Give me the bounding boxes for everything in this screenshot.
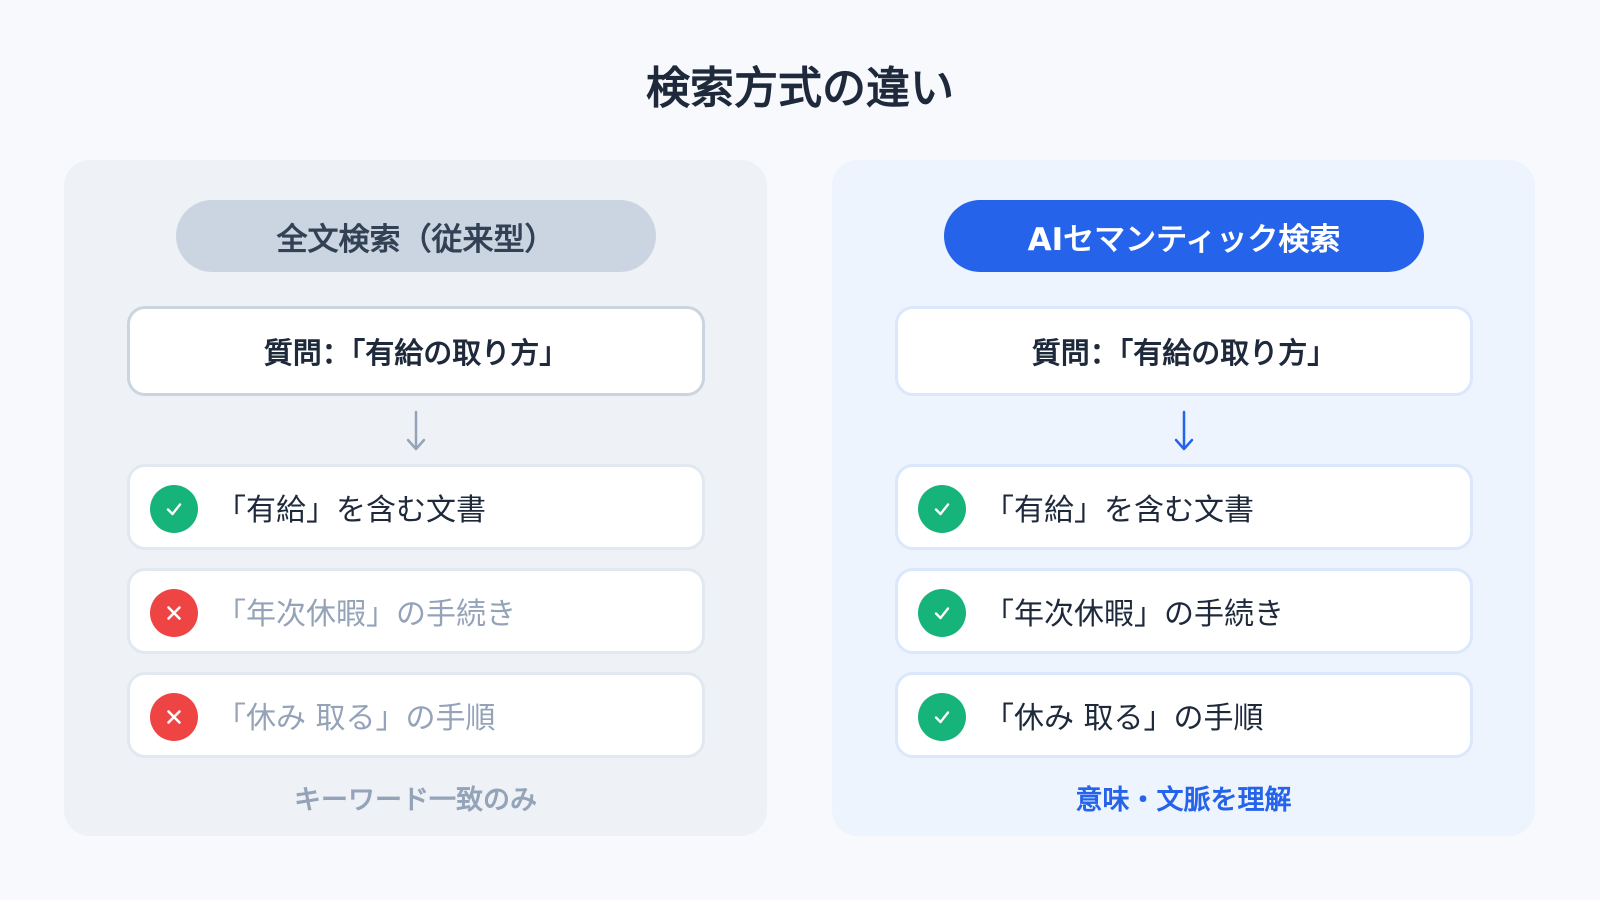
fulltext-search-header: 全文検索（従来型） bbox=[176, 200, 656, 272]
result-text: 「休み 取る」の手順 bbox=[984, 701, 1264, 736]
fulltext-question-box: 質問：「有給の取り方」 bbox=[127, 306, 705, 396]
check-icon bbox=[918, 589, 966, 637]
check-icon bbox=[918, 485, 966, 533]
check-icon bbox=[150, 485, 198, 533]
result-text: 「有給」を含む文書 bbox=[984, 493, 1254, 528]
page-title: 検索方式の違い bbox=[646, 63, 954, 114]
fulltext-footer-note: キーワード一致のみ bbox=[294, 785, 537, 816]
result-text: 「年次休暇」の手続き bbox=[984, 597, 1284, 632]
cross-icon bbox=[150, 589, 198, 637]
semantic-search-header: AIセマンティック検索 bbox=[944, 200, 1424, 272]
result-row: 「年次休暇」の手続き bbox=[895, 568, 1473, 654]
fulltext-search-panel: 全文検索（従来型） 質問：「有給の取り方」 「有給」を含む文書 「年次休暇」の手… bbox=[64, 160, 767, 836]
check-icon bbox=[918, 693, 966, 741]
semantic-question-box: 質問：「有給の取り方」 bbox=[895, 306, 1473, 396]
result-text: 「有給」を含む文書 bbox=[216, 493, 486, 528]
result-text: 「休み 取る」の手順 bbox=[216, 701, 496, 736]
cross-icon bbox=[150, 693, 198, 741]
result-text: 「年次休暇」の手続き bbox=[216, 597, 516, 632]
result-row: 「有給」を含む文書 bbox=[127, 464, 705, 550]
down-arrow-icon bbox=[1174, 410, 1194, 451]
result-row: 「有給」を含む文書 bbox=[895, 464, 1473, 550]
down-arrow-icon bbox=[406, 410, 426, 451]
result-row: 「休み 取る」の手順 bbox=[127, 672, 705, 758]
semantic-search-panel: AIセマンティック検索 質問：「有給の取り方」 「有給」を含む文書 「年次休暇」… bbox=[832, 160, 1535, 836]
result-row: 「休み 取る」の手順 bbox=[895, 672, 1473, 758]
semantic-footer-note: 意味・文脈を理解 bbox=[1075, 785, 1292, 816]
result-row: 「年次休暇」の手続き bbox=[127, 568, 705, 654]
